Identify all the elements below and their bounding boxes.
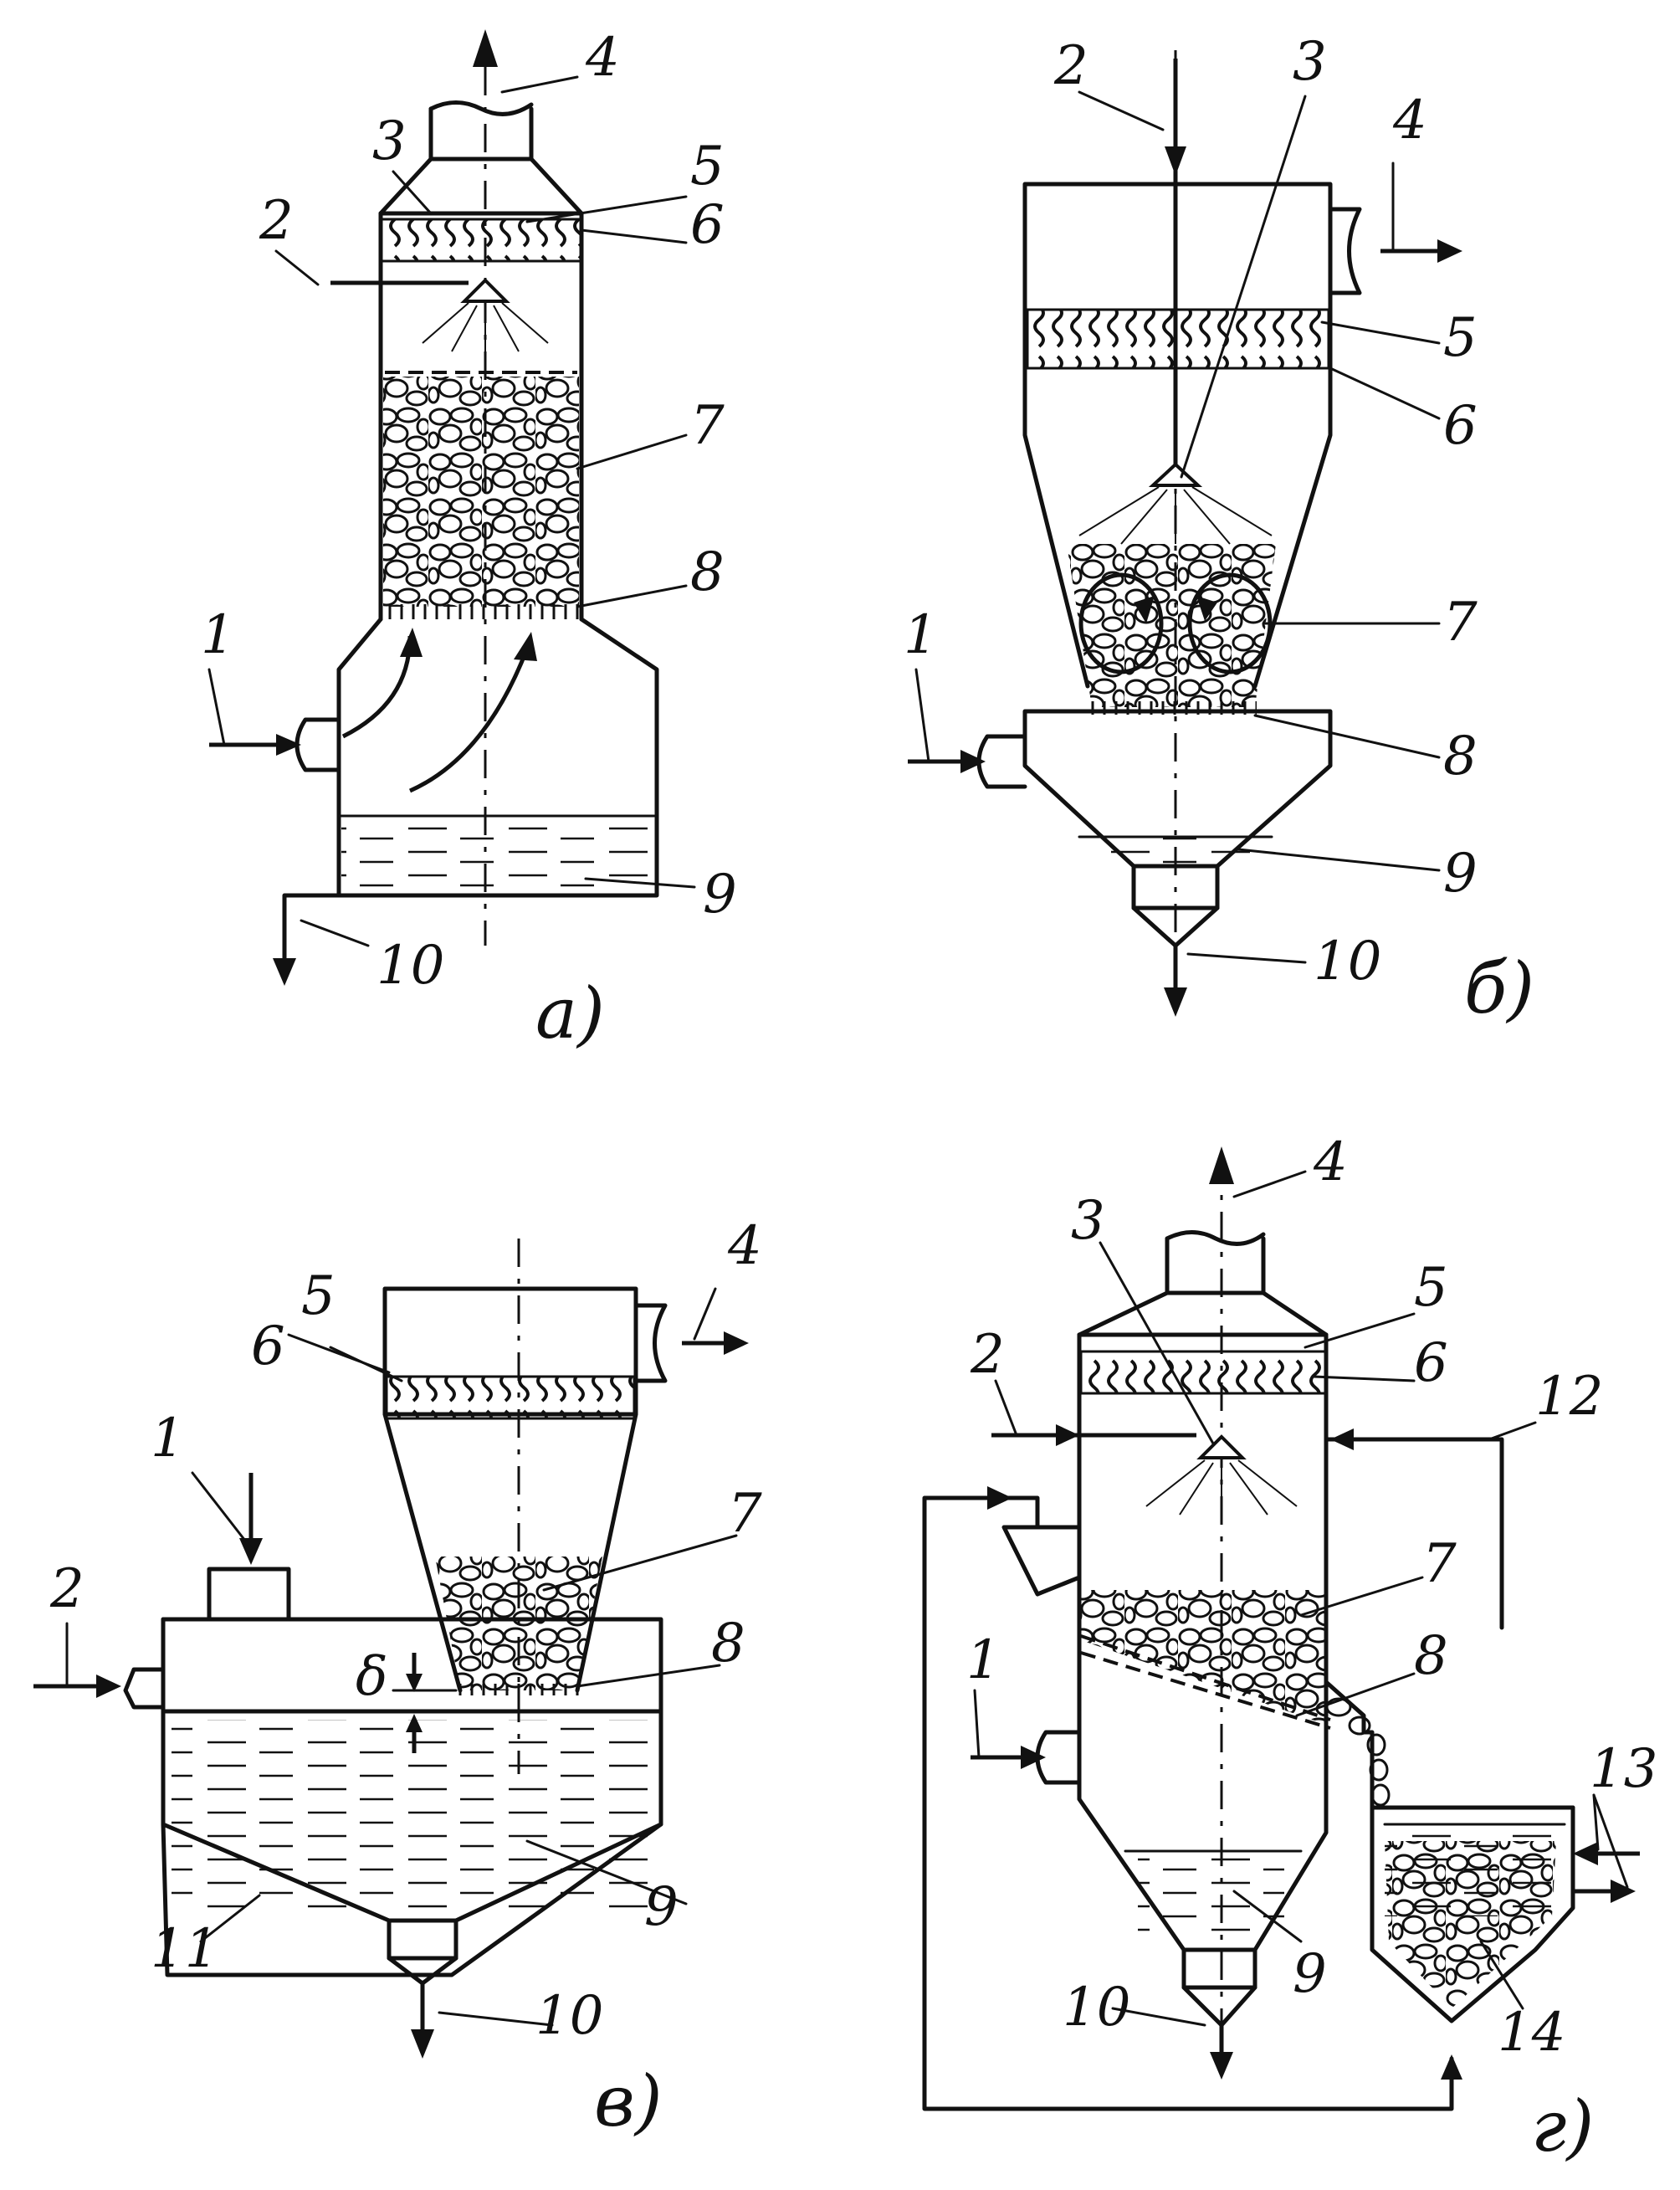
label-v-6: 6 [251,1316,285,1377]
label-g-1: 1 [966,1629,1001,1691]
caption-v: в) [594,2060,663,2142]
label-a-1: 1 [201,604,235,666]
label-g-9: 9 [1293,1943,1327,2005]
label-b-8: 8 [1443,726,1478,787]
label-b-4: 4 [1392,90,1427,151]
label-g-4: 4 [1313,1131,1348,1193]
label-a-10: 10 [376,935,444,997]
label-a-3: 3 [372,110,407,172]
label-v-11: 11 [151,1918,218,1980]
label-a-8: 8 [690,541,725,603]
label-a-7: 7 [690,395,725,457]
label-b-5: 5 [1443,307,1478,369]
label-g-7: 7 [1422,1533,1457,1595]
label-v-8: 8 [711,1613,745,1675]
panel-v: 4 5 6 1 7 2 8 δ 9 11 10 в) [33,1215,762,2142]
label-a-9: 9 [703,864,737,926]
caption-a: а) [535,972,605,1054]
label-g-6: 6 [1414,1332,1448,1394]
label-g-10: 10 [1063,1977,1130,2039]
label-v-2: 2 [49,1558,85,1620]
label-g-3: 3 [1071,1190,1105,1252]
label-v-delta: δ [356,1646,388,1708]
label-b-7: 7 [1443,592,1478,654]
label-a-6: 6 [690,194,725,256]
label-b-9: 9 [1443,843,1478,905]
label-v-1: 1 [151,1408,185,1469]
label-b-2: 2 [1053,35,1088,97]
label-a-5: 5 [690,136,725,197]
label-g-5: 5 [1414,1257,1448,1319]
label-b-10: 10 [1314,931,1381,992]
label-v-4: 4 [727,1215,762,1277]
label-b-1: 1 [904,604,938,666]
panel-b: 2 3 4 5 6 7 8 9 10 1 б) [904,31,1534,1029]
caption-g: г) [1531,2085,1594,2167]
panel-g: 4 3 5 2 6 12 7 8 1 13 10 9 14 г) [922,1131,1657,2167]
label-g-12: 12 [1535,1366,1603,1428]
label-g-13: 13 [1590,1738,1657,1800]
label-v-10: 10 [535,1985,603,2047]
label-v-9: 9 [644,1876,679,1938]
label-g-2: 2 [970,1324,1005,1386]
label-b-6: 6 [1443,395,1478,457]
caption-b: б) [1464,947,1534,1029]
label-b-3: 3 [1293,31,1327,93]
label-v-7: 7 [728,1483,762,1545]
label-v-5: 5 [301,1265,335,1327]
label-a-2: 2 [259,190,294,252]
label-g-14: 14 [1498,2002,1565,2064]
panel-a: 4 3 2 5 6 7 8 1 9 10 а) [201,27,737,1054]
label-a-4: 4 [585,27,620,89]
label-g-8: 8 [1414,1625,1448,1687]
